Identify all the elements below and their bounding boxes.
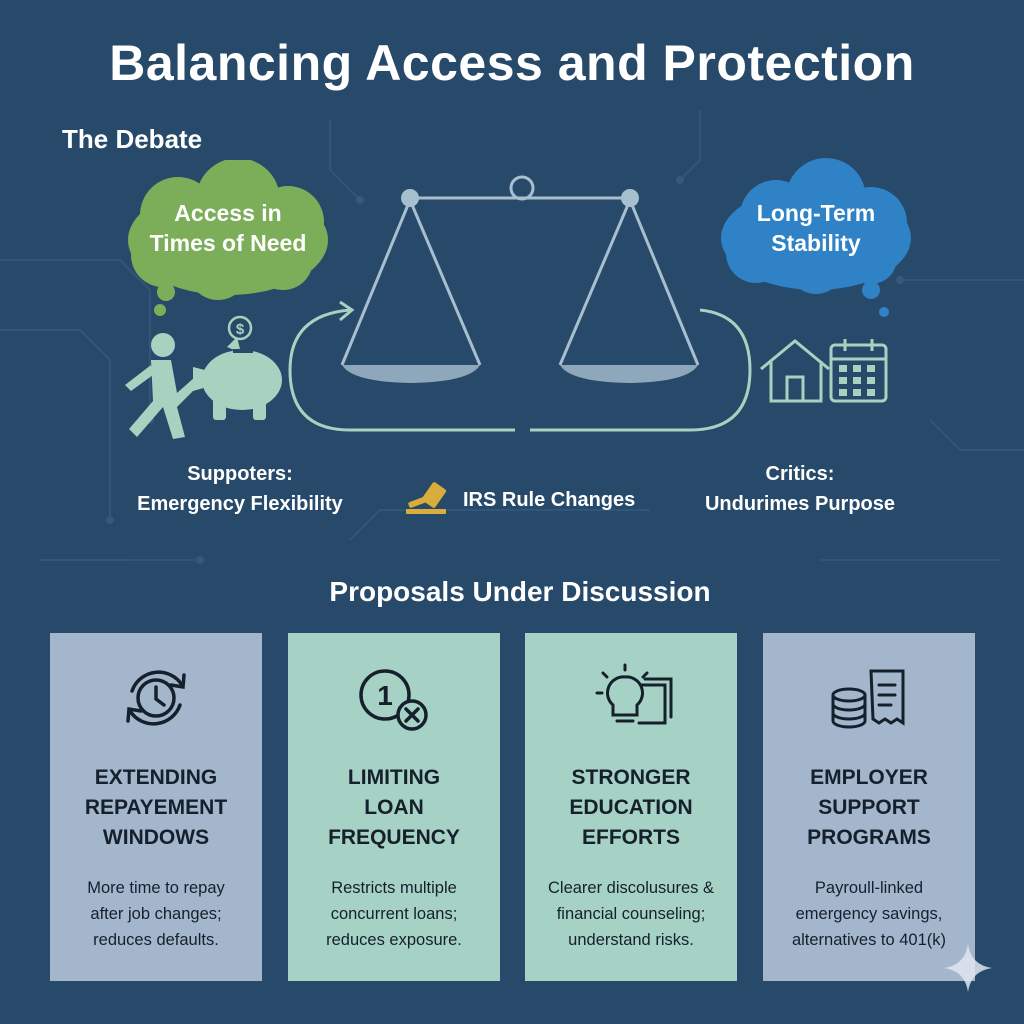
- gavel-icon: [406, 482, 447, 514]
- proposal-card-3: STRONGER EDUCATION EFFORTS Clearer disco…: [525, 633, 737, 981]
- irs-rule-changes-caption: IRS Rule Changes: [463, 489, 636, 511]
- proposal-card-4: EMPLOYER SUPPORT PROGRAMS Payroull-linke…: [763, 633, 975, 981]
- sparkle-icon: [944, 944, 992, 992]
- section-title: Proposals Under Discussion: [329, 576, 711, 607]
- card-description: More time to repay after job changes; re…: [87, 879, 225, 949]
- lightbulb-document-icon: [595, 663, 673, 725]
- page-title: Balancing Access and Protection: [109, 35, 915, 91]
- card-description: Restricts multiple concurrent loans; red…: [326, 879, 462, 949]
- house-calendar-icon: [760, 339, 888, 403]
- critics-caption: Critics: Undurimes Purpose: [704, 463, 896, 515]
- person-piggy-bank-icon: $: [125, 315, 282, 439]
- svg-text:$: $: [236, 321, 245, 338]
- debate-label: The Debate: [62, 124, 203, 154]
- svg-text:1: 1: [377, 680, 393, 711]
- proposal-card-1: EXTENDING REPAYEMENT WINDOWS More time t…: [50, 633, 262, 981]
- balance-scale-icon: [288, 175, 752, 432]
- one-cancel-icon: 1: [359, 669, 428, 731]
- blue-thought-cloud: [721, 158, 911, 317]
- clock-refresh-icon: [126, 670, 186, 726]
- card-title: LIMITING LOAN FREQUENCY: [328, 766, 460, 849]
- coins-receipt-icon: [831, 669, 905, 729]
- green-thought-cloud: [128, 160, 328, 316]
- proposal-card-2: 1 LIMITING LOAN FREQUENCY Restricts mult…: [288, 633, 500, 981]
- supporters-caption: Suppoters: Emergency Flexibility: [137, 463, 343, 515]
- card-description: Clearer discolusures & financial counsel…: [548, 879, 714, 949]
- left-cloud-text: Access in Times of Need: [149, 200, 307, 256]
- card-title: STRONGER EDUCATION EFFORTS: [569, 766, 693, 849]
- card-title: EXTENDING REPAYEMENT WINDOWS: [84, 766, 228, 849]
- card-description: Payroull-linked emergency savings, alter…: [791, 879, 947, 949]
- card-title: EMPLOYER SUPPORT PROGRAMS: [807, 766, 931, 849]
- right-cloud-text: Long-Term Stability: [756, 200, 876, 256]
